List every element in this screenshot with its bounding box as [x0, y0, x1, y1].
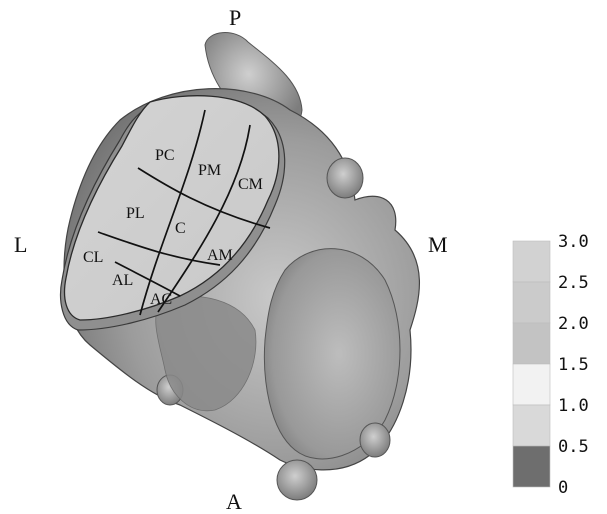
region-PC: PC	[155, 147, 175, 164]
medial-tubercle	[327, 158, 363, 198]
direction-anterior: A	[226, 489, 242, 514]
region-CL: CL	[83, 249, 103, 266]
region-CM: CM	[238, 176, 263, 193]
anterior-knob-left	[277, 460, 317, 500]
direction-medial: M	[428, 232, 448, 257]
legend-swatch	[513, 323, 550, 364]
legend-swatch	[513, 364, 550, 405]
region-C: C	[175, 220, 186, 237]
legend-tick-label: 0.5	[558, 437, 589, 457]
legend: 3.0 2.5 2.0 1.5 1.0 0.5 0	[513, 232, 589, 498]
legend-tick-label: 0	[558, 478, 568, 498]
legend-tick-label: 3.0	[558, 232, 589, 252]
region-AM: AM	[207, 247, 233, 264]
direction-posterior: P	[229, 5, 241, 30]
legend-swatch	[513, 405, 550, 446]
region-PL: PL	[126, 205, 145, 222]
region-AL: AL	[112, 272, 133, 289]
legend-tick-label: 1.5	[558, 355, 589, 375]
legend-tick-label: 1.0	[558, 396, 589, 416]
legend-tick-label: 2.0	[558, 314, 589, 334]
legend-swatch	[513, 446, 550, 487]
anterior-knob-right	[360, 423, 390, 457]
bone-render	[61, 33, 420, 500]
direction-lateral: L	[14, 232, 27, 257]
region-AC: AC	[150, 291, 172, 308]
legend-tick-label: 2.5	[558, 273, 589, 293]
legend-swatch	[513, 282, 550, 323]
region-PM: PM	[198, 162, 221, 179]
legend-swatch	[513, 241, 550, 282]
